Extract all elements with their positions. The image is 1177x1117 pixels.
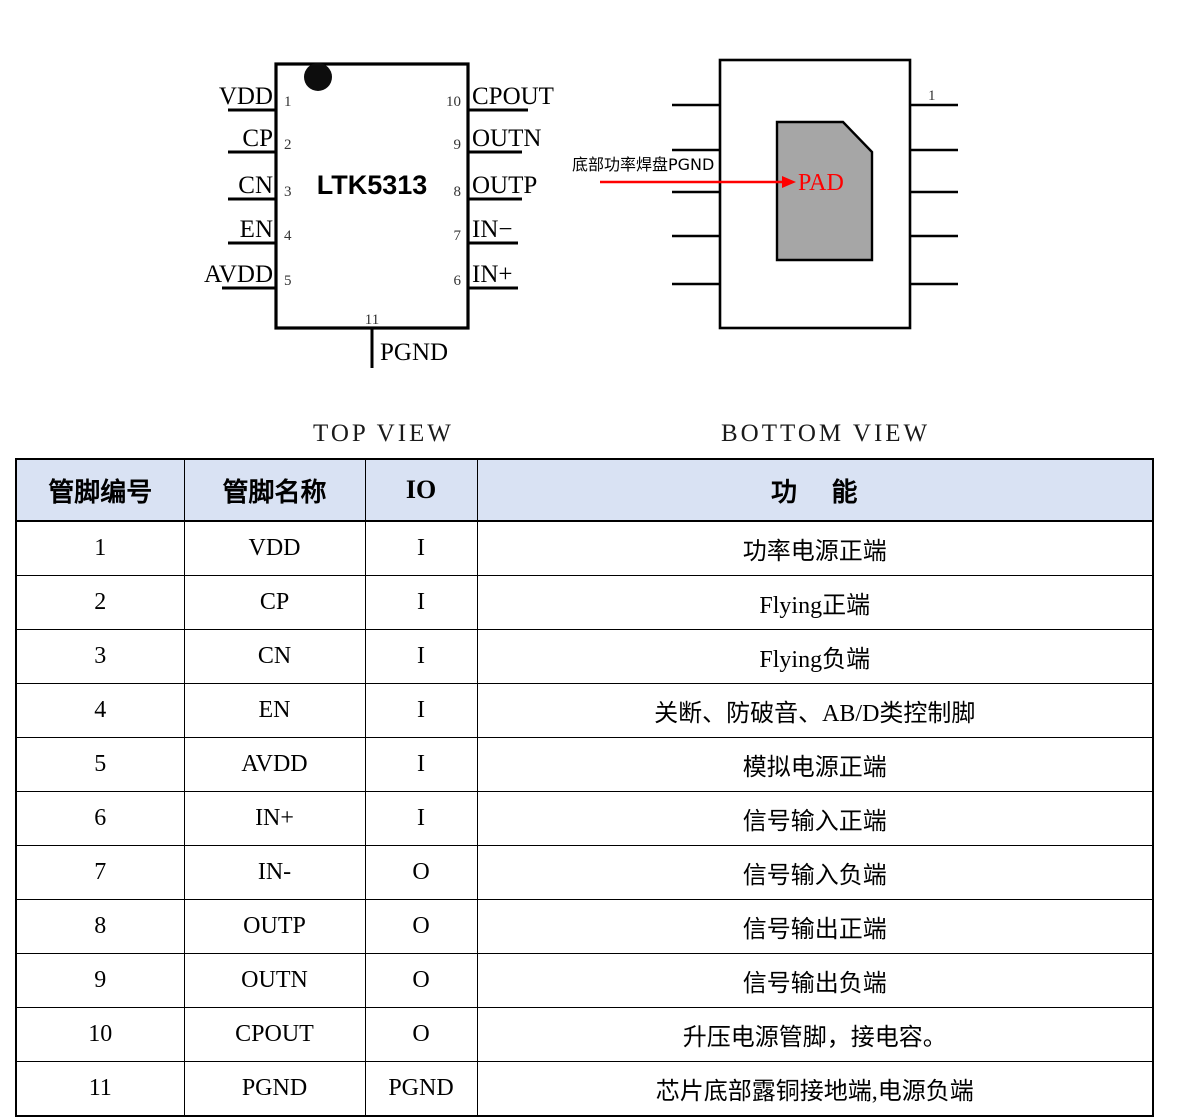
thermal-pad-label: PAD (798, 170, 844, 196)
cell-pin-number: 9 (16, 953, 185, 1008)
cell-io: O (364, 1007, 478, 1062)
package-diagrams: VDD CP CN EN AVDD 1 2 3 4 5 CPOUT OUTN O… (204, 58, 958, 368)
cell-pin-name: OUTP (183, 899, 366, 954)
cell-io: I (364, 629, 478, 684)
top-view-bottom-pin-name-11: PGND (380, 339, 448, 366)
cell-function: 关断、防破音、AB/D类控制脚 (476, 683, 1153, 738)
top-view-caption: TOP VIEW (313, 420, 454, 447)
top-view-right-pin-name-10: CPOUT (472, 83, 554, 110)
chip-body-outline (274, 62, 470, 330)
cell-pin-number: 8 (16, 899, 185, 954)
top-view-right-pin-num-8: 8 (454, 184, 462, 200)
cell-pin-name: AVDD (183, 737, 366, 792)
cell-pin-number: 2 (16, 575, 185, 630)
cell-function: 信号输入负端 (476, 845, 1153, 900)
header-function: 功 能 (476, 459, 1153, 522)
cell-pin-number: 10 (16, 1007, 185, 1062)
cell-function: 模拟电源正端 (476, 737, 1153, 792)
cell-pin-number: 6 (16, 791, 185, 846)
bottom-view-caption: BOTTOM VIEW (721, 420, 931, 447)
top-view-left-pin-num-5: 5 (284, 273, 292, 289)
top-view-left-pin-name-4: EN (240, 216, 273, 243)
top-view-left-pin-name-2: CP (242, 125, 273, 152)
cell-io: I (364, 683, 478, 738)
cell-io: O (364, 845, 478, 900)
chip-part-label: LTK5313 (317, 170, 428, 200)
cell-function: 信号输入正端 (476, 791, 1153, 846)
cell-pin-number: 11 (16, 1061, 185, 1116)
cell-function: Flying正端 (476, 575, 1153, 630)
top-view-bottom-pin-num-11: 11 (365, 312, 379, 328)
cell-pin-name: VDD (183, 520, 366, 576)
table-header-row: 管脚编号 管脚名称 IO 功 能 (16, 459, 1153, 522)
top-view-right-pin-name-6: IN+ (472, 261, 512, 288)
top-view-left-pin-name-5: AVDD (204, 261, 273, 288)
top-view-diagram: VDD CP CN EN AVDD 1 2 3 4 5 CPOUT OUTN O… (204, 62, 554, 368)
cell-pin-name: IN+ (183, 791, 366, 846)
top-view-right-pin-num-6: 6 (454, 273, 462, 289)
cell-function: 芯片底部露铜接地端,电源负端 (476, 1061, 1153, 1116)
cell-function: 功率电源正端 (476, 520, 1153, 576)
cell-pin-number: 4 (16, 683, 185, 738)
top-view-left-pin-name-1: VDD (219, 83, 273, 110)
cell-pin-number: 5 (16, 737, 185, 792)
cell-pin-name: CP (183, 575, 366, 630)
cell-io: I (364, 791, 478, 846)
cell-io: O (364, 953, 478, 1008)
top-view-left-pin-name-3: CN (238, 172, 273, 199)
top-view-left-pin-num-1: 1 (284, 94, 292, 110)
header-pin-name: 管脚名称 (183, 459, 366, 522)
thermal-pad-shape (775, 120, 874, 262)
cell-io: I (364, 520, 478, 576)
cell-pin-name: IN- (183, 845, 366, 900)
top-view-left-pin-num-3: 3 (284, 184, 292, 200)
top-view-right-pin-name-8: OUTP (472, 172, 537, 199)
top-view-right-pin-name-7: IN− (472, 216, 512, 243)
pad-annotation-arrow-head (782, 176, 796, 188)
cell-function: 信号输出正端 (476, 899, 1153, 954)
cell-function: 升压电源管脚，接电容。 (476, 1007, 1153, 1062)
cell-pin-number: 3 (16, 629, 185, 684)
pin1-dot-marker (304, 63, 332, 91)
bottom-view-diagram: 底部功率焊盘PGND PAD 1 (572, 58, 958, 330)
pad-annotation-label: 底部功率焊盘PGND (572, 155, 714, 174)
cell-pin-number: 7 (16, 845, 185, 900)
top-view-right-pin-num-9: 9 (454, 137, 462, 153)
cell-io: I (364, 575, 478, 630)
cell-io: PGND (364, 1061, 478, 1116)
cell-io: I (364, 737, 478, 792)
cell-pin-name: CPOUT (183, 1007, 366, 1062)
header-io: IO (364, 459, 478, 522)
top-view-right-pin-num-10: 10 (446, 94, 461, 110)
header-pin-number: 管脚编号 (16, 459, 185, 522)
top-view-left-pin-num-2: 2 (284, 137, 292, 153)
cell-pin-name: EN (183, 683, 366, 738)
cell-pin-number: 1 (16, 520, 185, 576)
top-view-left-pin-num-4: 4 (284, 228, 292, 244)
bottom-view-pin-one-label: 1 (928, 88, 936, 104)
cell-pin-name: PGND (183, 1061, 366, 1116)
cell-pin-name: CN (183, 629, 366, 684)
cell-function: 信号输出负端 (476, 953, 1153, 1008)
cell-io: O (364, 899, 478, 954)
top-view-right-pin-name-9: OUTN (472, 125, 541, 152)
top-view-right-pin-num-7: 7 (454, 228, 462, 244)
cell-pin-name: OUTN (183, 953, 366, 1008)
cell-function: Flying负端 (476, 629, 1153, 684)
